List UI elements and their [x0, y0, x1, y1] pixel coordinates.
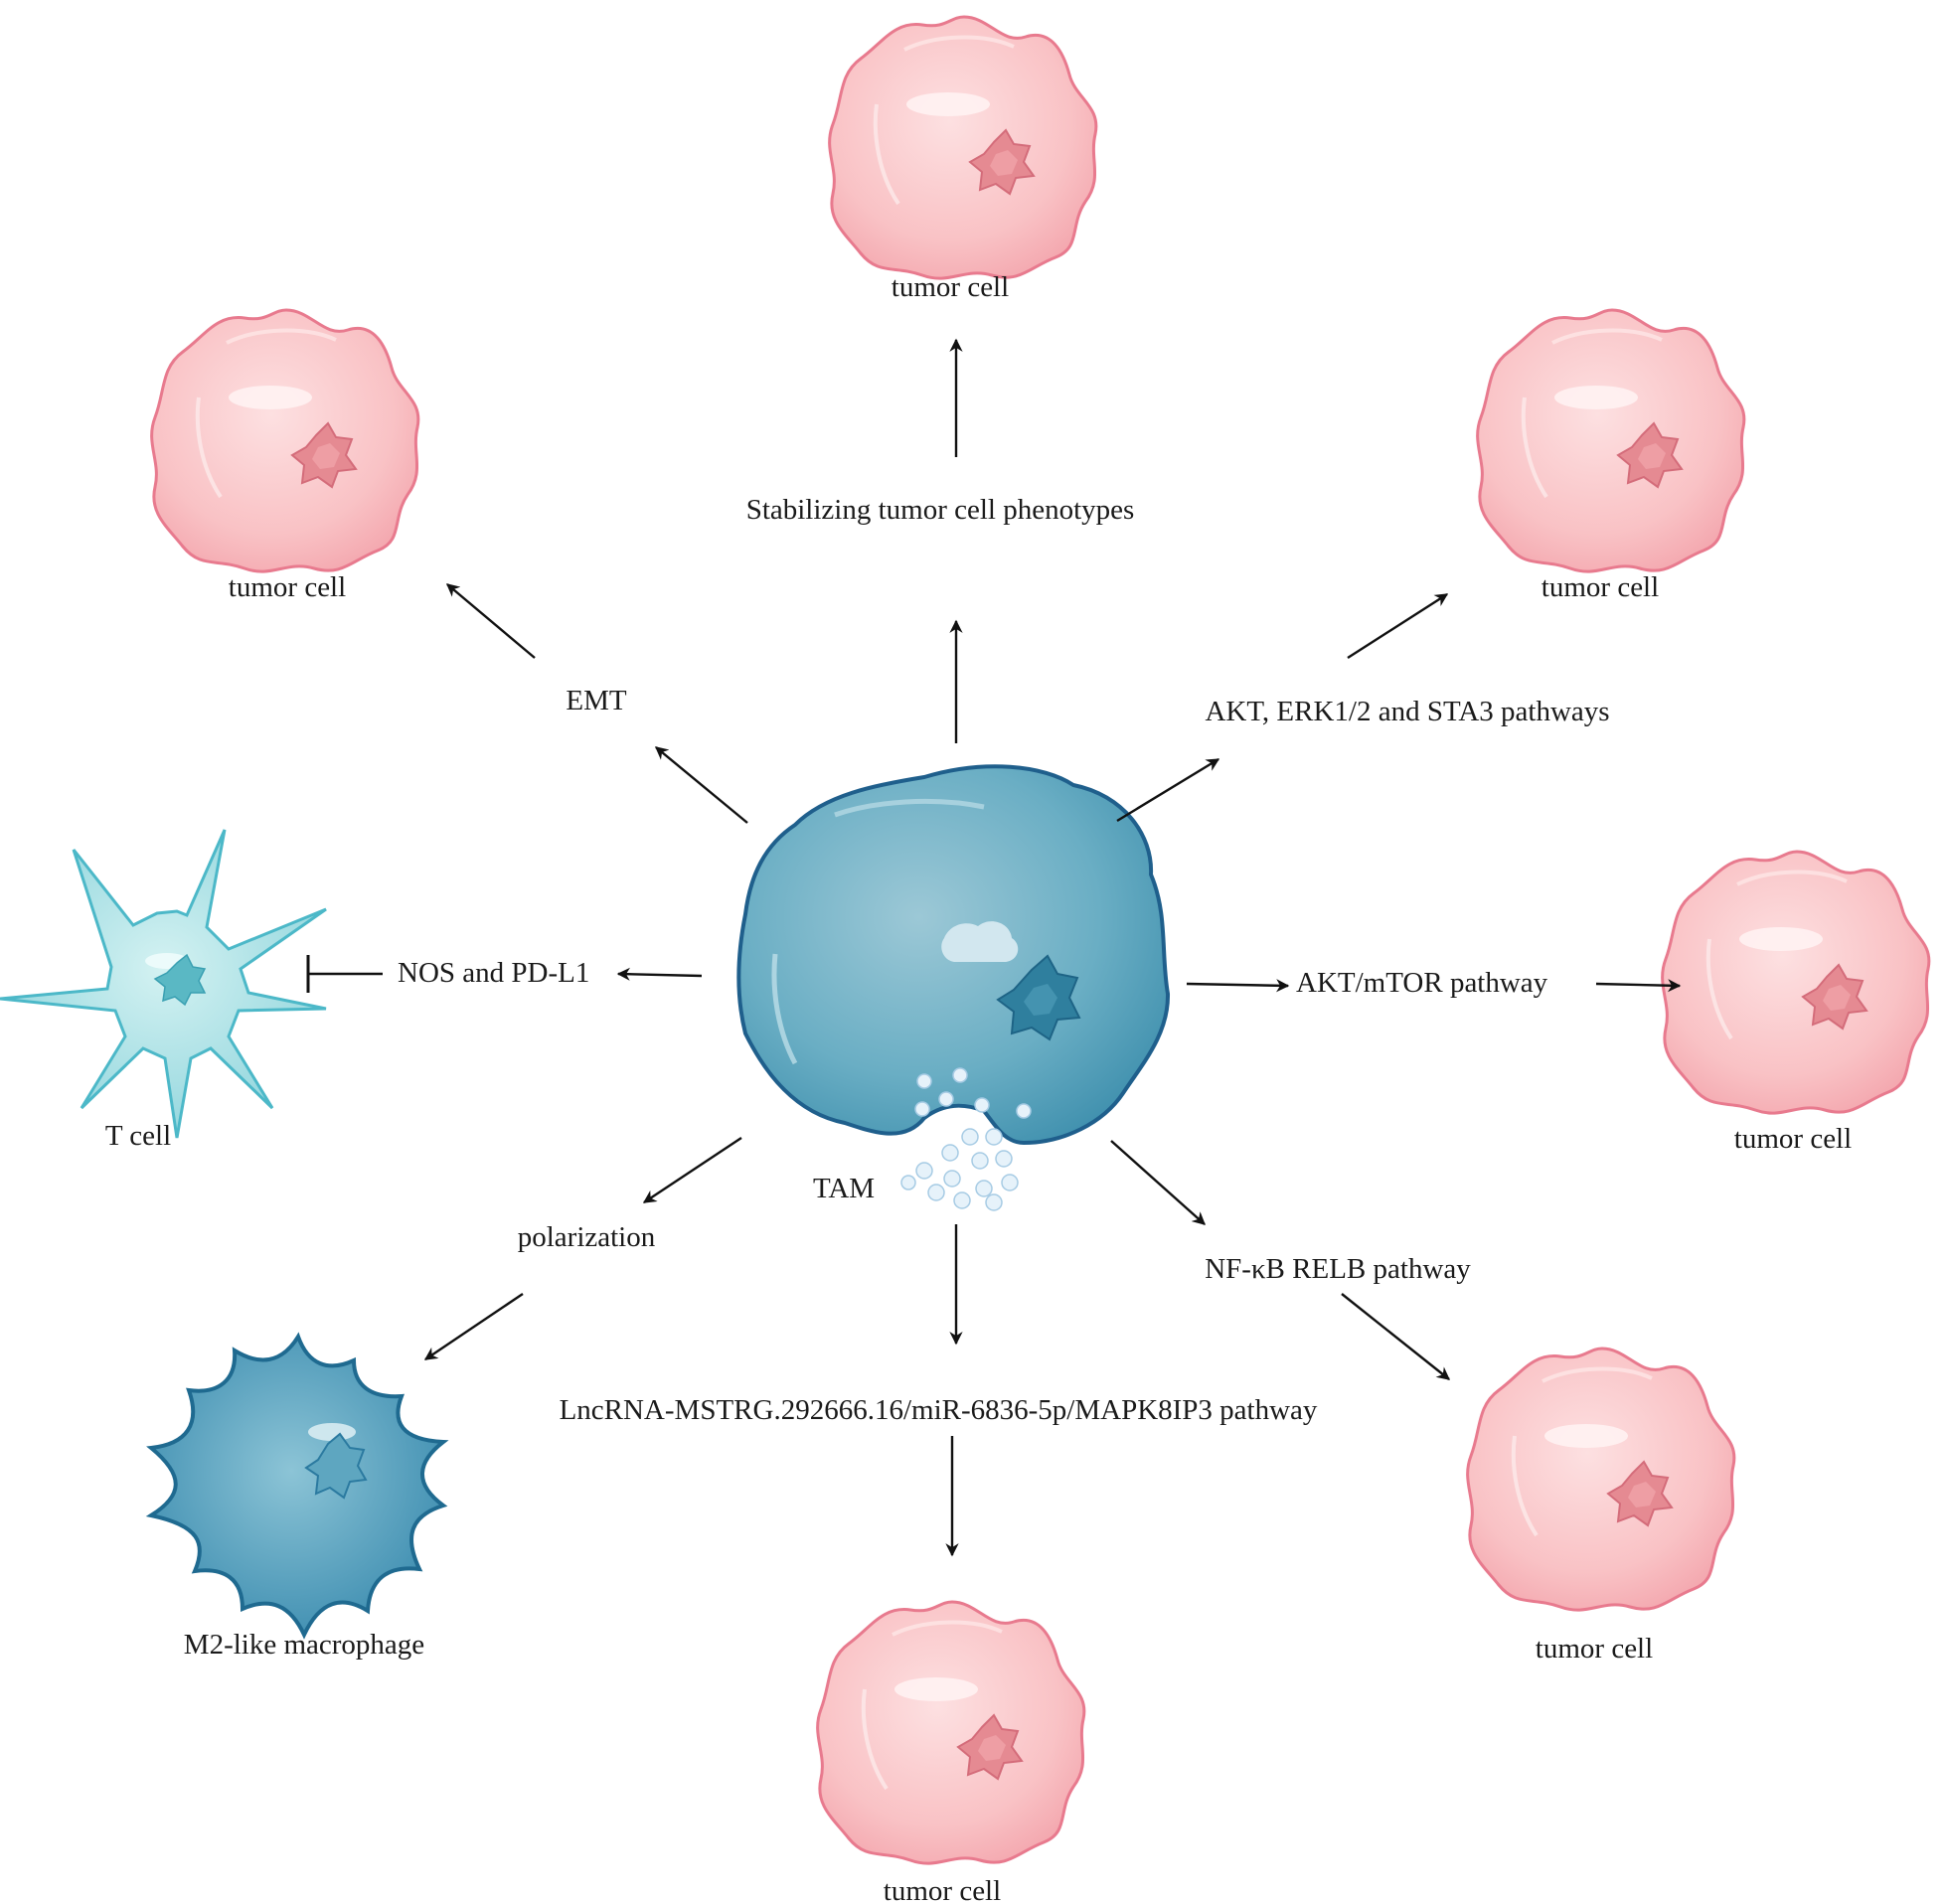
label-tumor-bottom: tumor cell	[884, 1875, 1001, 1904]
label-nfkb: NF-κB RELB pathway	[1205, 1253, 1471, 1285]
label-tumor-top-left: tumor cell	[229, 571, 346, 603]
t-cell	[0, 829, 327, 1139]
label-tam: TAM	[813, 1173, 875, 1204]
label-lncrna: LncRNA-MSTRG.292666.16/miR-6836-5p/MAPK8…	[560, 1394, 1318, 1426]
tumor-cell-top	[827, 15, 1098, 281]
arrow-polarization-to-m2	[423, 1293, 524, 1360]
tumor-cell-bottom-right	[1465, 1347, 1736, 1613]
tam-secretion-granules	[900, 1067, 1032, 1211]
m2-macrophage	[145, 1332, 449, 1640]
tumor-cell-top-right	[1475, 308, 1746, 574]
label-akt-mtor: AKT/mTOR pathway	[1296, 967, 1548, 999]
label-t-cell: T cell	[105, 1120, 171, 1152]
arrow-tam-to-akt-erk	[1116, 757, 1220, 823]
arrow-emt-to-tumor	[445, 583, 536, 659]
arrow-tam-to-nos	[616, 967, 703, 981]
arrow-tam-to-polarization	[642, 1136, 742, 1204]
label-m2-macrophage: M2-like macrophage	[184, 1629, 424, 1661]
label-tumor-right: tumor cell	[1734, 1123, 1852, 1155]
tumor-cell-top-left	[149, 308, 420, 574]
label-emt: EMT	[566, 685, 627, 716]
label-polarization: polarization	[518, 1221, 656, 1253]
label-tumor-bottom-right: tumor cell	[1536, 1633, 1653, 1665]
label-tumor-top: tumor cell	[892, 271, 1009, 303]
arrow-tam-to-akt-mtor	[1186, 979, 1290, 993]
arrow-tam-to-nfkb	[1110, 1140, 1206, 1225]
arrow-nfkb-to-tumor	[1341, 1293, 1451, 1380]
label-tumor-top-right: tumor cell	[1541, 571, 1659, 603]
label-stabilizing: Stabilizing tumor cell phenotypes	[746, 494, 1135, 526]
arrows	[306, 338, 1682, 1557]
label-akt-erk-stat3: AKT, ERK1/2 and STA3 pathways	[1205, 696, 1609, 727]
arrow-akt-erk-to-tumor	[1347, 592, 1449, 660]
tumor-cell-bottom	[815, 1600, 1086, 1866]
arrow-akt-mtor-to-tumor	[1595, 979, 1682, 993]
label-nos-pdl1: NOS and PD-L1	[398, 957, 589, 989]
arrow-tam-to-emt	[654, 746, 748, 824]
tam-cell	[736, 764, 1171, 1146]
tumor-cell-right	[1660, 850, 1931, 1116]
